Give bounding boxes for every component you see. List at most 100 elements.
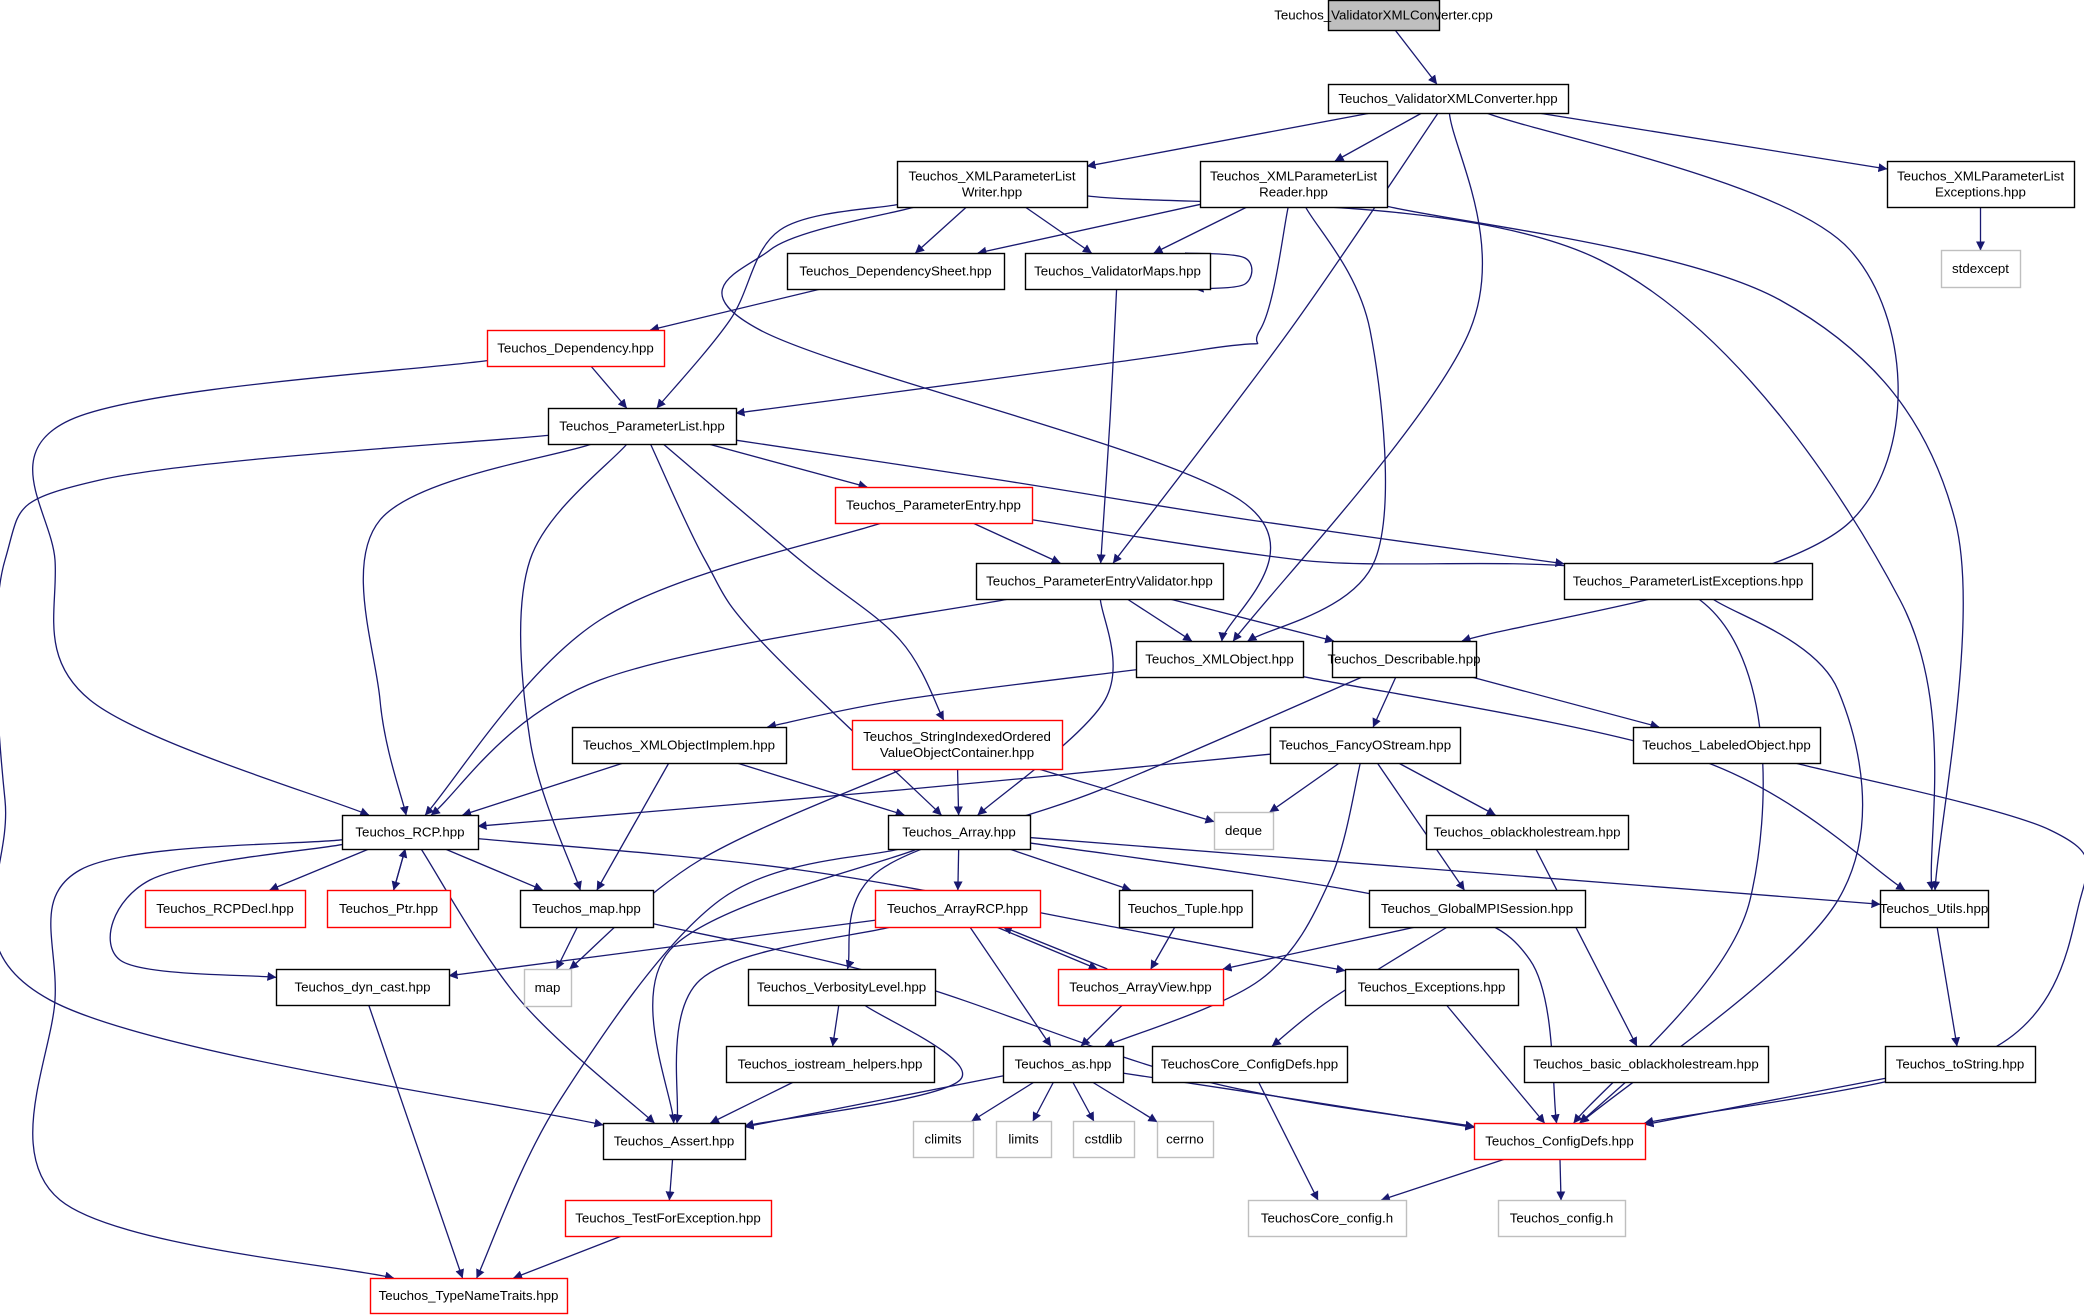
node-label: Teuchos_basic_oblackholestream.hpp bbox=[1533, 1057, 1758, 1072]
node-label: Teuchos_ParameterEntry.hpp bbox=[846, 498, 1021, 513]
node-aview[interactable]: Teuchos_ArrayView.hpp bbox=[1057, 968, 1225, 1007]
edge-plist-to-sioc bbox=[662, 443, 945, 721]
node-utils[interactable]: Teuchos_Utils.hpp bbox=[1880, 889, 1990, 929]
node-box bbox=[786, 252, 1006, 291]
edge-line bbox=[652, 923, 1475, 1130]
edge-vxc-to-describable bbox=[1461, 112, 1899, 643]
node-bobh[interactable]: Teuchos_basic_oblackholestream.hpp bbox=[1523, 1045, 1770, 1084]
node-iohelpers[interactable]: Teuchos_iostream_helpers.hpp bbox=[725, 1045, 936, 1084]
node-arcp[interactable]: Teuchos_ArrayRCP.hpp bbox=[874, 889, 1042, 929]
node-box bbox=[747, 968, 937, 1007]
node-xmlobjimpl[interactable]: Teuchos_XMLObjectImplem.hpp bbox=[571, 726, 788, 765]
node-pev[interactable]: Teuchos_ParameterEntryValidator.hpp bbox=[975, 562, 1225, 601]
node-describable[interactable]: Teuchos_Describable.hpp bbox=[1327, 640, 1481, 679]
node-plist[interactable]: Teuchos_ParameterList.hpp bbox=[547, 407, 738, 446]
edge-as-to-assert bbox=[744, 1075, 1004, 1130]
edge-line bbox=[1024, 206, 1092, 254]
edge-line bbox=[736, 762, 905, 817]
edge-iohelpers-to-assert bbox=[710, 1081, 794, 1124]
edge-rcp-to-tnt bbox=[32, 839, 395, 1281]
node-box bbox=[1135, 640, 1305, 679]
edge-pev-to-array bbox=[977, 598, 1114, 816]
node-dependency[interactable]: Teuchos_Dependency.hpp bbox=[486, 329, 666, 368]
node-cpp[interactable]: Teuchos_ValidatorXMLConverter.cpp bbox=[1274, 0, 1493, 32]
node-limits: limits bbox=[995, 1120, 1053, 1159]
node-map[interactable]: Teuchos_map.hpp bbox=[519, 889, 655, 929]
edge-line bbox=[665, 1158, 675, 1201]
edge-vxc-to-xplr bbox=[1334, 112, 1423, 162]
node-box bbox=[1199, 160, 1389, 209]
node-box bbox=[1563, 562, 1814, 601]
edge-gmpi-to-aview bbox=[1222, 926, 1416, 972]
node-tostring[interactable]: Teuchos_toString.hpp bbox=[1884, 1045, 2037, 1084]
node-valmaps[interactable]: Teuchos_ValidatorMaps.hpp bbox=[1024, 252, 1212, 291]
node-as[interactable]: Teuchos_as.hpp bbox=[1002, 1045, 1125, 1084]
node-fancy[interactable]: Teuchos_FancyOStream.hpp bbox=[1269, 726, 1462, 765]
edge-line bbox=[1269, 762, 1340, 813]
edge-line bbox=[1096, 288, 1118, 564]
edge-vxc-to-xple bbox=[1538, 112, 1888, 173]
node-label: TeuchosCore_config.h bbox=[1261, 1211, 1393, 1226]
edge-line bbox=[1038, 768, 1215, 824]
edge-aview-to-arcp bbox=[1002, 926, 1108, 970]
edge-line bbox=[1104, 762, 1361, 1047]
node-label: Teuchos_Assert.hpp bbox=[614, 1134, 734, 1149]
edge-line bbox=[1032, 1081, 1055, 1122]
edge-line bbox=[1009, 848, 1132, 892]
node-rcp[interactable]: Teuchos_RCP.hpp bbox=[341, 814, 480, 851]
node-sioc[interactable]: Teuchos_StringIndexedOrderedValueObjectC… bbox=[851, 719, 1064, 771]
edge-line bbox=[1376, 762, 1465, 891]
node-verb[interactable]: Teuchos_VerbosityLevel.hpp bbox=[747, 968, 937, 1007]
node-labeled[interactable]: Teuchos_LabeledObject.hpp bbox=[1632, 726, 1822, 765]
node-ptr[interactable]: Teuchos_Ptr.hpp bbox=[326, 889, 452, 929]
edge-line bbox=[1184, 252, 1253, 293]
node-tccdefs[interactable]: TeuchosCore_ConfigDefs.hpp bbox=[1151, 1045, 1349, 1084]
edge-array-to-utils bbox=[1029, 836, 1881, 909]
edge-line bbox=[393, 848, 408, 891]
node-tnt[interactable]: Teuchos_TypeNameTraits.hpp bbox=[369, 1277, 569, 1315]
node-tuple[interactable]: Teuchos_Tuple.hpp bbox=[1118, 889, 1254, 929]
node-vxc[interactable]: Teuchos_ValidatorXMLConverter.hpp bbox=[1327, 83, 1570, 115]
edge-line bbox=[1380, 1158, 1506, 1202]
node-rcpdecl[interactable]: Teuchos_RCPDecl.hpp bbox=[144, 889, 307, 929]
node-obh[interactable]: Teuchos_oblackholestream.hpp bbox=[1425, 814, 1630, 851]
node-configdefs[interactable]: Teuchos_ConfigDefs.hpp bbox=[1473, 1122, 1647, 1161]
edge-as-to-limits bbox=[1032, 1081, 1055, 1122]
node-pentry[interactable]: Teuchos_ParameterEntry.hpp bbox=[834, 486, 1034, 525]
node-label: Writer.hpp bbox=[962, 185, 1022, 200]
edge-verb-to-iohelpers bbox=[829, 1004, 840, 1047]
node-tconfig: Teuchos_config.h bbox=[1497, 1199, 1627, 1238]
node-label: Teuchos_VerbosityLevel.hpp bbox=[757, 980, 926, 995]
edge-line bbox=[953, 768, 963, 816]
node-gmpi[interactable]: Teuchos_GlobalMPISession.hpp bbox=[1368, 889, 1587, 929]
node-tfe[interactable]: Teuchos_TestForException.hpp bbox=[564, 1199, 773, 1238]
edge-sioc-to-array bbox=[953, 768, 963, 816]
node-box bbox=[1072, 1120, 1136, 1159]
edge-line bbox=[1394, 29, 1438, 85]
node-label: Teuchos_Dependency.hpp bbox=[497, 341, 653, 356]
edge-line bbox=[1445, 1004, 1546, 1124]
edge-line bbox=[1644, 762, 2084, 1126]
node-box bbox=[1473, 1122, 1647, 1161]
node-ple[interactable]: Teuchos_ParameterListExceptions.hpp bbox=[1563, 562, 1814, 601]
node-label: Teuchos_Exceptions.hpp bbox=[1358, 980, 1506, 995]
node-array[interactable]: Teuchos_Array.hpp bbox=[887, 814, 1032, 851]
node-xmlobj[interactable]: Teuchos_XMLObject.hpp bbox=[1135, 640, 1305, 679]
node-box bbox=[1247, 1199, 1408, 1238]
edge-line bbox=[1112, 112, 1439, 564]
edge-line bbox=[977, 203, 1201, 256]
node-exceptions[interactable]: Teuchos_Exceptions.hpp bbox=[1344, 968, 1520, 1007]
node-box bbox=[1884, 1045, 2037, 1084]
node-dyncast[interactable]: Teuchos_dyn_cast.hpp bbox=[275, 968, 451, 1007]
edge-array-to-tnt bbox=[476, 848, 900, 1279]
edge-as-to-climits bbox=[971, 1081, 1035, 1122]
edge-xmlobjimpl-to-rcp bbox=[462, 762, 624, 817]
node-label: TeuchosCore_ConfigDefs.hpp bbox=[1161, 1057, 1338, 1072]
edge-line bbox=[1644, 1077, 1886, 1128]
node-assert[interactable]: Teuchos_Assert.hpp bbox=[602, 1122, 747, 1161]
node-depsheet[interactable]: Teuchos_DependencySheet.hpp bbox=[786, 252, 1006, 291]
edge-line bbox=[710, 1081, 794, 1124]
